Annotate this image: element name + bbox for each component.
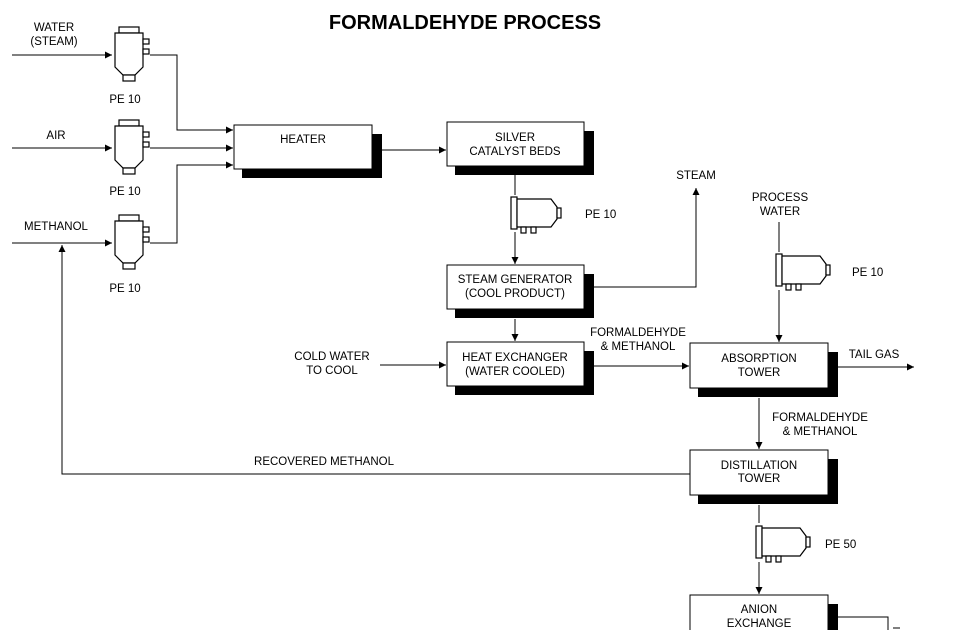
methanol-label: METHANOL [24, 221, 89, 233]
heater-box [233, 124, 373, 170]
steam-out-line [594, 188, 700, 288]
water-to-heater-line [150, 54, 233, 134]
filter-label-air: PE 10 [109, 186, 140, 198]
absorption-label-line2: TOWER [738, 367, 781, 379]
distillation-box [689, 449, 829, 496]
horizontal-filter-icon [510, 196, 562, 234]
formaldehyde-label-2-line2: & METHANOL [783, 426, 858, 438]
methanol-to-heater-line [150, 161, 233, 244]
filter-icon [114, 26, 150, 82]
filter-label-process-water: PE 10 [852, 267, 883, 279]
heatex-box [446, 341, 585, 387]
absorption-label-line1: ABSORPTION [721, 353, 796, 365]
diagram-title: FORMALDEHYDE PROCESS [329, 12, 601, 34]
cold-water-label-line2: TO COOL [306, 365, 358, 377]
heater-label: HEATER [280, 134, 326, 146]
filter-label-methanol: PE 10 [109, 283, 140, 295]
formaldehyde-label-1-line1: FORMALDEHYDE [590, 327, 686, 339]
silver-box [446, 121, 585, 167]
silver-label-line2: CATALYST BEDS [469, 146, 561, 158]
distillation-label-line1: DISTILLATION [721, 460, 797, 472]
cold-water-label-line1: COLD WATER [294, 351, 369, 363]
silver-label-line1: SILVER [495, 132, 535, 144]
steam-out-label: STEAM [676, 170, 716, 182]
process-water-label-line1: PROCESS [752, 192, 809, 204]
horizontal-filter-icon [775, 253, 831, 291]
process-water-label-line2: WATER [760, 206, 800, 218]
filter-label-water: PE 10 [109, 94, 140, 106]
water-label-line2: (STEAM) [30, 36, 77, 48]
horizontal-filter-icon [755, 525, 811, 563]
filter-label-silver: PE 10 [585, 209, 616, 221]
anion-label-line2: EXCHANGE [727, 618, 792, 630]
filter-label-distillation: PE 50 [825, 539, 856, 551]
tail-gas-label: TAIL GAS [849, 349, 900, 361]
distillation-label-line2: TOWER [738, 473, 781, 485]
heatex-label-line2: (WATER COOLED) [465, 366, 565, 378]
recovered-methanol-line [58, 245, 690, 475]
air-label: AIR [46, 130, 65, 142]
recovered-methanol-label: RECOVERED METHANOL [254, 456, 395, 468]
filter-icon [114, 119, 150, 175]
steamgen-label-line1: STEAM GENERATOR [458, 274, 573, 286]
anion-outlet-line [828, 616, 889, 630]
formaldehyde-label-2-line1: FORMALDEHYDE [772, 412, 868, 424]
water-label-line1: WATER [34, 22, 74, 34]
anion-label-line1: ANION [741, 604, 777, 616]
formaldehyde-label-1-line2: & METHANOL [601, 341, 676, 353]
heatex-label-line1: HEAT EXCHANGER [462, 352, 568, 364]
absorption-box [689, 342, 829, 389]
steamgen-label-line2: (COOL PRODUCT) [465, 288, 565, 300]
steamgen-box [446, 264, 585, 310]
filter-icon [114, 214, 150, 270]
